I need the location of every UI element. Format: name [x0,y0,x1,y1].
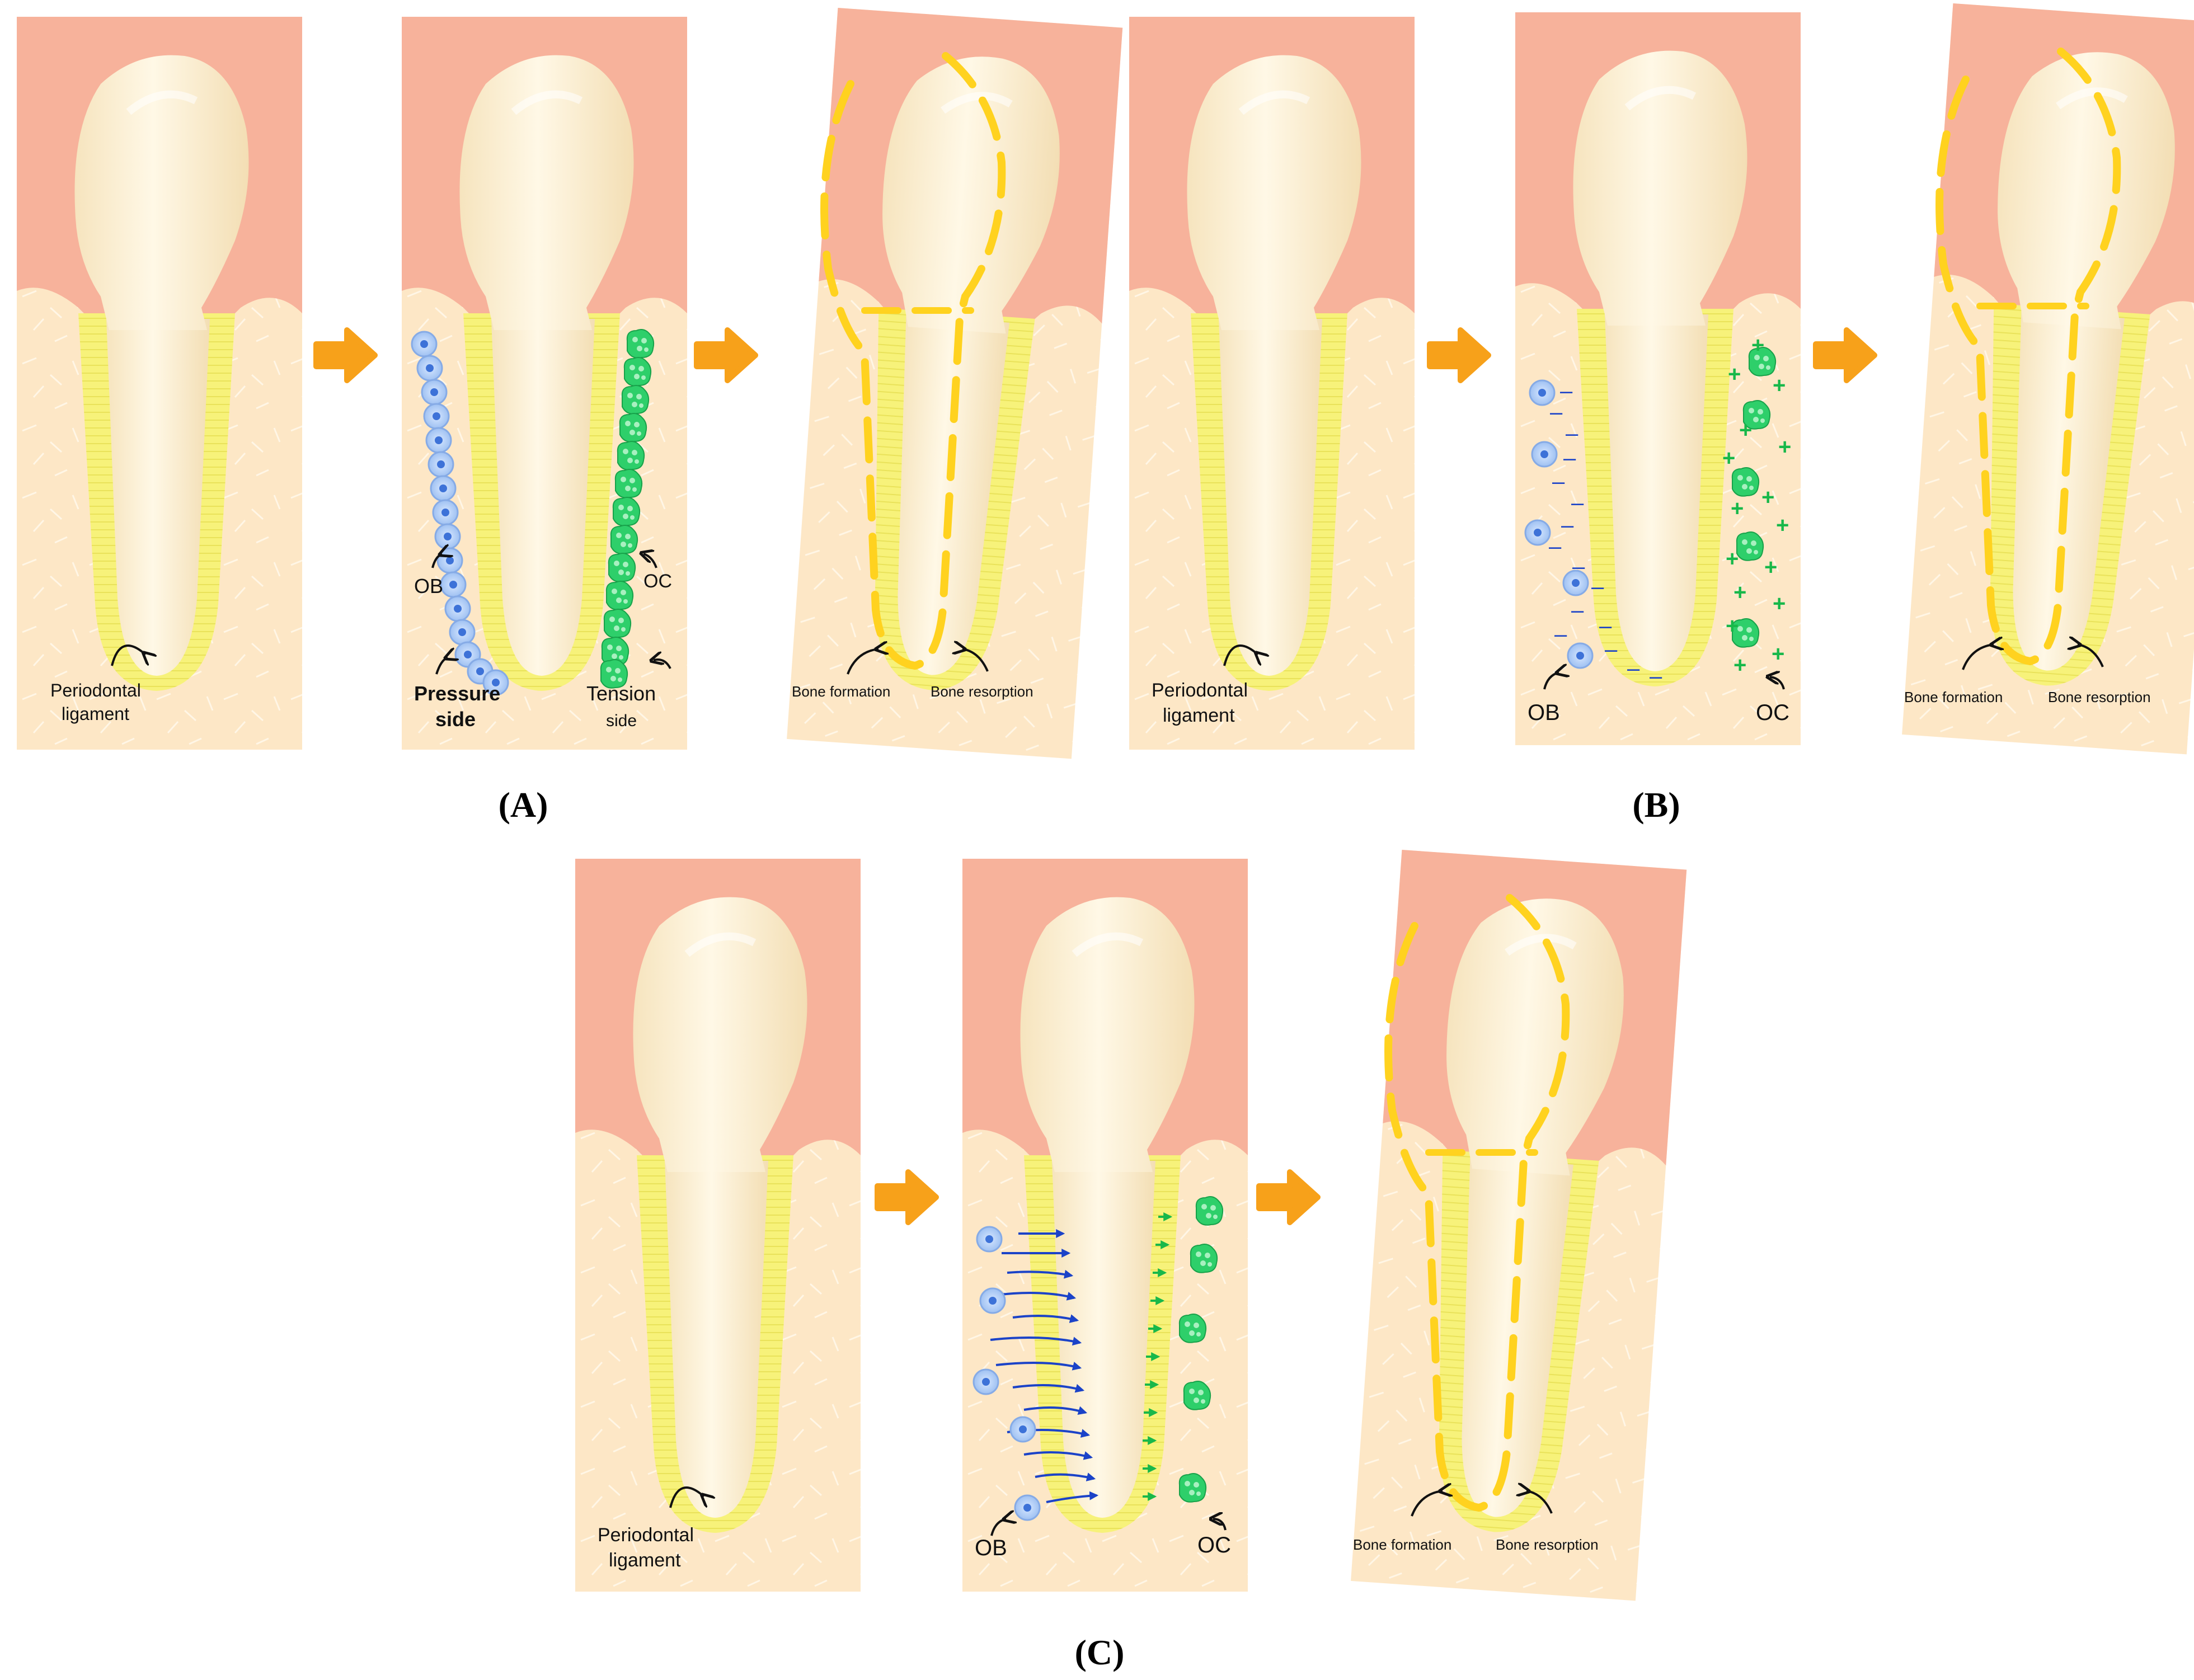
svg-text:–: – [1561,513,1574,538]
svg-text:–: – [1572,554,1585,579]
flow-arrow-a2 [697,330,755,380]
svg-text:–: – [1549,534,1562,559]
svg-text:+: + [1739,418,1752,443]
svg-text:+: + [1772,642,1784,666]
pressure-side-label-2: side [435,708,476,731]
periodontal-ligament-label-2: ligament [609,1550,681,1571]
flow-arrow-c1 [877,1172,936,1222]
ob-label: OB [414,575,443,597]
svg-text:+: + [1773,591,1786,616]
svg-text:+: + [1726,547,1739,571]
svg-text:+: + [1733,580,1746,605]
periodontal-ligament-label: Periodontal [50,680,141,700]
svg-text:+: + [1733,653,1746,677]
svg-text:–: – [1627,656,1640,681]
svg-text:–: – [1571,598,1584,623]
flow-arrow-b2 [1816,330,1874,380]
panel-b-1: Periodontal ligament [1129,17,1415,750]
svg-text:+: + [1773,373,1786,398]
svg-text:+: + [1726,614,1739,638]
bone-resorption-label: Bone resorption [1496,1536,1599,1553]
periodontal-ligament-label-2: ligament [1163,705,1235,726]
svg-text:+: + [1728,362,1741,387]
svg-text:+: + [1761,485,1774,510]
positive-charge-markers: + + + + + + + + + + + + + + + + [1722,333,1791,677]
svg-text:–: – [1550,400,1563,425]
svg-text:–: – [1566,421,1578,446]
pointer-arrow [111,644,145,666]
svg-text:–: – [1605,637,1618,662]
panel-a-3: Bone formation Bone resorption [787,8,1122,759]
panel-a-2: OB OC Pressure side Tension side [402,17,687,750]
bone-formation-label: Bone formation [1353,1536,1451,1553]
flow-arrow-a1 [316,330,375,380]
flow-arrow-c2 [1259,1172,1318,1222]
svg-text:+: + [1751,333,1764,357]
tension-side-label-2: side [606,712,637,730]
periodontal-ligament-label: Periodontal [598,1524,694,1546]
tension-side-label: Tension [586,682,656,705]
osteoblast-vectors [990,1229,1099,1503]
svg-text:–: – [1554,622,1567,647]
panel-c-1: Periodontal ligament [575,859,861,1592]
pressure-side-label: Pressure [414,682,500,705]
bone-resorption-label: Bone resorption [2048,689,2151,705]
panel-b-3: Bone formation Bone resorption [1902,3,2194,754]
panel-label-c: (C) [1075,1632,1125,1672]
svg-text:+: + [1731,496,1744,521]
oc-label: OC [1197,1533,1231,1557]
periodontal-ligament-label: Periodontal [1152,680,1248,701]
svg-text:–: – [1599,614,1612,638]
svg-text:–: – [1650,664,1662,689]
svg-text:+: + [1776,513,1789,538]
oc-label: OC [1756,700,1789,725]
ob-label: OB [1528,700,1560,725]
svg-text:+: + [1778,435,1791,459]
flow-arrow-b1 [1430,330,1488,380]
svg-text:–: – [1560,379,1573,403]
bone-formation-label: Bone formation [792,683,890,700]
panel-c-3: Bone formation Bone resorption [1351,850,1686,1601]
panel-b-2: – – – – – – – – – – – – – – – – + [1515,12,1801,745]
negative-charge-markers: – – – – – – – – – – – – – – – – [1524,379,1662,689]
panel-label-a: (A) [499,785,548,825]
svg-text:–: – [1563,446,1576,470]
osteoclast-vectors [1143,1212,1173,1501]
panel-a-1: Periodontal ligament [17,17,302,750]
svg-text:–: – [1552,469,1565,494]
bone-formation-label: Bone formation [1904,689,2003,705]
bone-resorption-label: Bone resorption [931,683,1033,700]
periodontal-ligament-label-2: ligament [62,704,129,724]
ob-label: OB [975,1536,1007,1560]
svg-text:+: + [1764,555,1777,580]
panel-label-b: (B) [1632,785,1680,825]
panel-c-2: OB OC [962,859,1248,1592]
svg-text:–: – [1591,575,1604,599]
svg-text:–: – [1571,491,1584,515]
oc-label: OC [643,571,672,592]
svg-text:+: + [1722,446,1735,470]
